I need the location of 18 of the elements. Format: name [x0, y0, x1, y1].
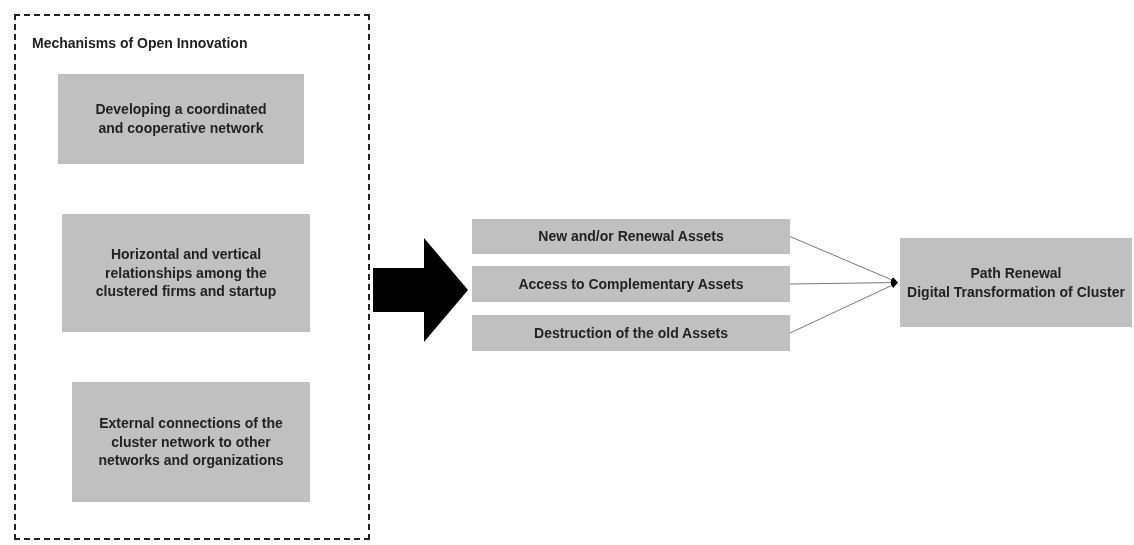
dashed-group-frame: [14, 14, 370, 540]
group-heading: Mechanisms of Open Innovation: [32, 34, 248, 53]
process-box: [62, 214, 310, 332]
process-box: [472, 315, 790, 351]
box-text: Digital Transformation of Cluster: [907, 282, 1125, 302]
process-box: [58, 74, 304, 164]
box-text: Access to Complementary Assets: [518, 274, 744, 294]
process-box: [72, 382, 310, 502]
box-text: New and/or Renewal Assets: [538, 227, 724, 246]
box-text: Destruction of the old Assets: [534, 323, 728, 343]
box-text: External connections of the cluster network to other networks and organizations: [98, 413, 284, 471]
process-box: [472, 219, 790, 254]
box-text: Developing a coordinated and cooperative network: [94, 100, 268, 138]
box-text: Path Renewal: [970, 263, 1062, 283]
block-arrow: [373, 238, 468, 342]
box-text: Horizontal and vertical relationships among the clustered firms and startup: [94, 244, 278, 302]
process-box: [472, 266, 790, 302]
process-box: [900, 238, 1132, 327]
